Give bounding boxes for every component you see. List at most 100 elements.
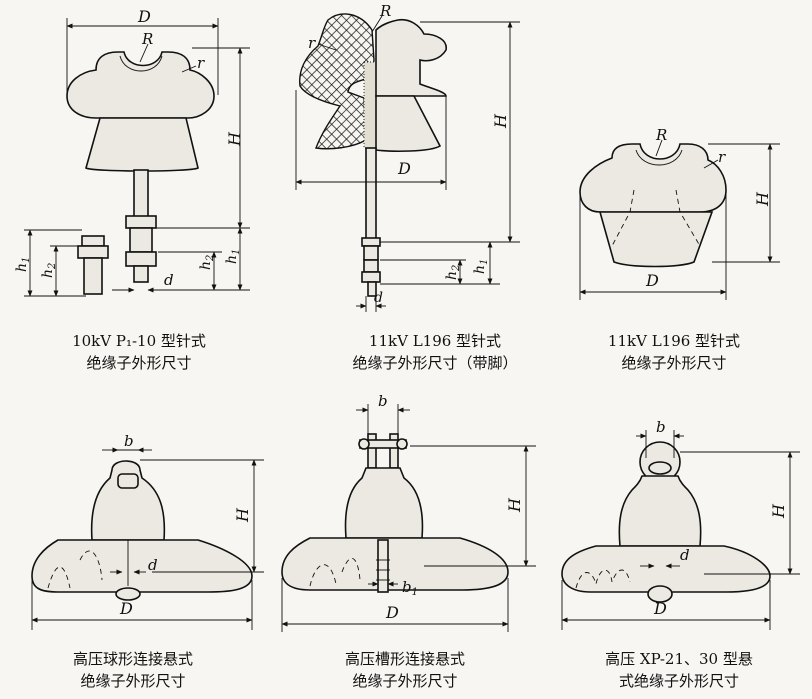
p1-label-D: D — [137, 7, 151, 26]
p5-shed — [281, 537, 509, 591]
p4-label-D: D — [119, 599, 133, 618]
p3-leader-R — [655, 139, 663, 157]
p2-nut-middle — [363, 259, 379, 273]
p1-label-h1-left-main: h — [14, 263, 30, 272]
p2-caption-line2: 绝缘子外形尺寸（带脚） — [352, 354, 518, 372]
p2-leader-R — [371, 15, 383, 33]
p5-label-H: H — [505, 497, 524, 513]
p2-label-h1-main: h — [472, 265, 488, 274]
p1-label-H: H — [225, 131, 244, 147]
p5-label-b1: b1 — [402, 578, 418, 598]
p1-label-h1-left-sub: 1 — [21, 257, 32, 263]
p2-caption-line1: 11kV L196 型针式 — [368, 332, 502, 350]
p1-threaded-end — [129, 227, 153, 253]
p4-label-b: b — [124, 432, 134, 450]
p2-label-H: H — [491, 113, 510, 129]
p2-leader-r — [317, 43, 337, 51]
p6-hidden-ribs — [575, 569, 631, 589]
p5-pin-head-right — [396, 438, 408, 450]
p5-caption: 高压槽形连接悬式 绝缘子外形尺寸 — [310, 648, 500, 692]
panel-1-drawing: D R r H h2 h1 h1 h2 d — [14, 7, 250, 297]
p3-label-r: r — [718, 148, 726, 166]
p1-label-h2-main: h — [198, 261, 214, 270]
p4-caption-line1: 高压球形连接悬式 — [72, 650, 193, 668]
p5-label-D: D — [385, 603, 399, 622]
p6-eye-hole — [648, 461, 672, 475]
p4-hidden-ribs — [47, 550, 103, 589]
p1-caption-line2: 绝缘子外形尺寸 — [86, 354, 192, 372]
p6-shed — [561, 545, 771, 593]
p3-hidden-right — [675, 189, 701, 247]
p3-insulator-skirt — [598, 211, 714, 268]
p1-label-h1-sub: 1 — [231, 249, 242, 255]
p1-label-h2-left-sub: 2 — [47, 263, 58, 270]
p1-label-d: d — [164, 271, 174, 289]
p2-nut-upper — [363, 245, 379, 261]
p2-cement-layer — [363, 61, 377, 149]
p3-label-R: R — [655, 126, 667, 144]
p2-head-right — [375, 18, 447, 97]
panel-6-drawing: b H d D — [561, 418, 800, 630]
p2-label-D: D — [397, 159, 411, 178]
panel-5-drawing: b H b1 D — [281, 392, 536, 632]
p3-leader-r — [703, 159, 719, 169]
p6-caption-line2: 式绝缘子外形尺寸 — [618, 672, 739, 690]
p6-caption: 高压 XP-21、30 型悬 式绝缘子外形尺寸 — [574, 648, 784, 692]
p2-pin — [365, 147, 377, 243]
p1-bolt-shank — [83, 257, 103, 295]
p6-label-b: b — [656, 418, 666, 436]
p1-nut-upper — [125, 215, 157, 229]
p3-caption: 11kV L196 型针式 绝缘子外形尺寸 — [574, 330, 774, 374]
p1-label-h1: h1 — [224, 249, 242, 264]
p4-shed — [31, 539, 253, 593]
p1-caption-line1: 10kV P₁-10 型针式 — [72, 332, 206, 350]
p1-bolt-head — [81, 235, 105, 247]
p1-label-h2-left: h2 — [40, 263, 58, 278]
p1-pin — [133, 169, 149, 219]
p6-label-D: D — [653, 599, 667, 618]
p6-caption-line1: 高压 XP-21、30 型悬 — [605, 650, 753, 668]
p5-caption-line2: 绝缘子外形尺寸 — [352, 672, 458, 690]
p5-tongue — [377, 539, 389, 593]
panel-4-drawing: b H d D — [31, 432, 264, 630]
p1-label-h2: h2 — [198, 255, 216, 270]
p2-pin-tip — [367, 281, 377, 297]
p6-cap — [618, 475, 702, 547]
p5-label-b1-main: b — [402, 578, 412, 596]
p4-ball — [115, 587, 141, 601]
p1-label-h1-main: h — [224, 255, 240, 264]
panel-2-drawing: R r H D h2 h1 d — [295, 2, 520, 312]
p5-caption-line1: 高压槽形连接悬式 — [344, 650, 465, 668]
p3-label-D: D — [645, 271, 659, 290]
p3-insulator-head — [579, 143, 727, 213]
p3-hidden-left — [611, 189, 635, 247]
panel-3-drawing: R r H D — [579, 126, 780, 300]
p3-groove — [635, 149, 683, 166]
p2-label-h2-sub: 2 — [451, 265, 462, 272]
p1-label-h1-left: h1 — [14, 257, 32, 272]
p2-nut-lower — [361, 271, 381, 283]
p3-caption-line2: 绝缘子外形尺寸 — [621, 354, 727, 372]
p5-clevis-left-leg — [367, 433, 377, 469]
p1-label-h2-left-main: h — [40, 269, 56, 278]
p5-label-b: b — [378, 392, 388, 410]
p4-caption: 高压球形连接悬式 绝缘子外形尺寸 — [38, 648, 228, 692]
p1-insulator-skirt — [85, 117, 199, 172]
p6-ball — [647, 585, 673, 603]
p1-nut-lower — [125, 251, 157, 267]
p2-label-d: d — [374, 290, 383, 306]
p1-bolt-nut — [77, 245, 109, 259]
p4-socket — [117, 473, 139, 489]
p1-leader-R — [139, 43, 149, 63]
p5-clevis-right-leg — [389, 433, 399, 469]
p2-label-h1-sub: 1 — [479, 259, 490, 265]
p2-label-r: r — [308, 34, 316, 52]
p5-cap — [344, 467, 424, 539]
p1-label-r: r — [197, 54, 205, 72]
p2-label-h2: h2 — [444, 265, 462, 280]
p1-label-R: R — [141, 30, 153, 48]
p4-label-H: H — [233, 507, 252, 523]
p1-groove — [119, 55, 163, 72]
